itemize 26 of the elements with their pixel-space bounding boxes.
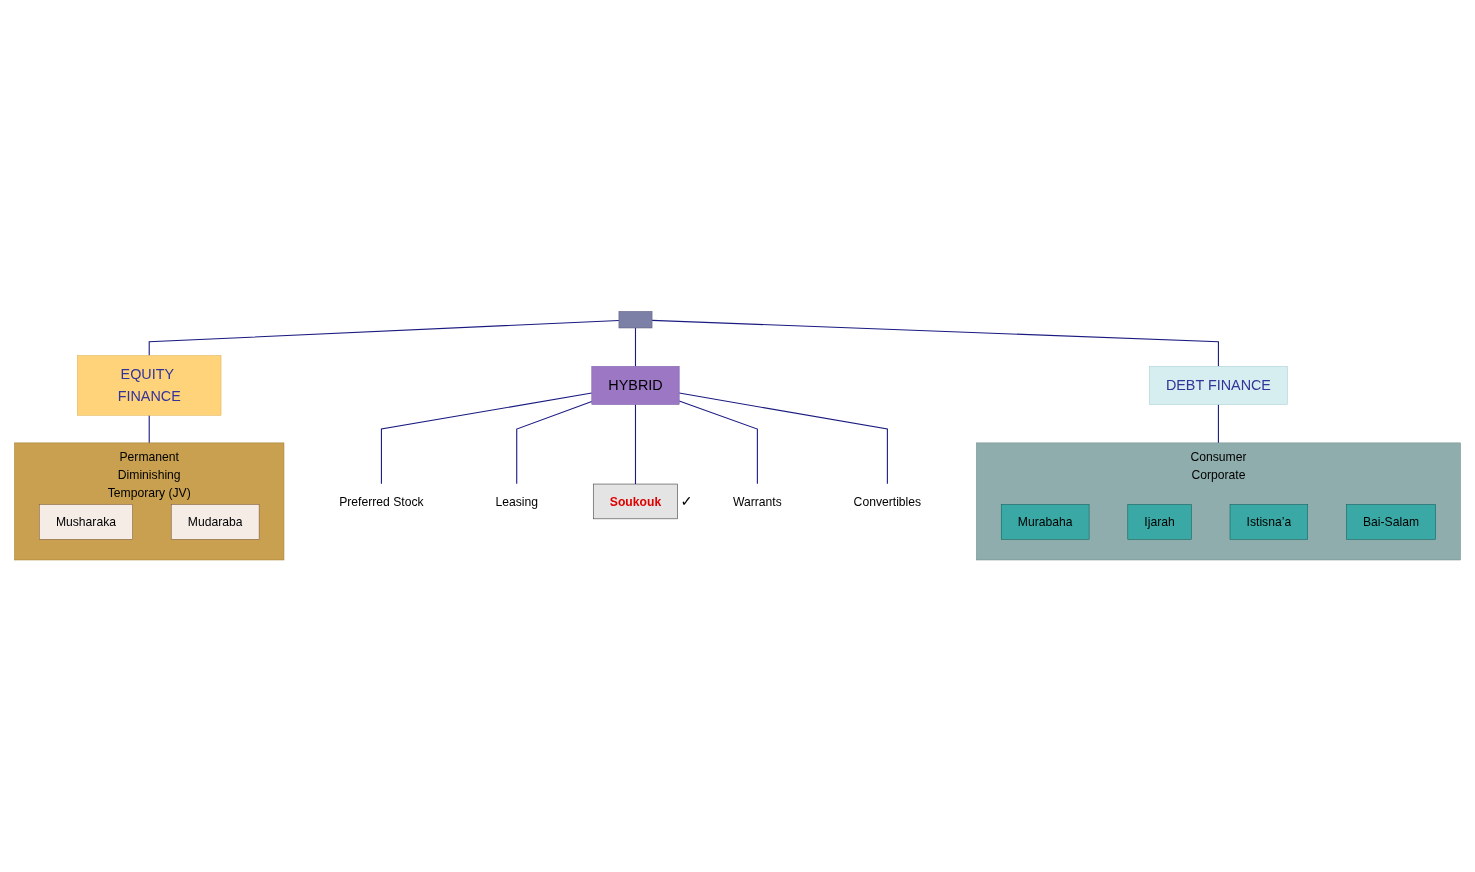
node-box: DEBT FINANCE [1149, 366, 1288, 406]
node-text: Warrants [733, 494, 782, 509]
node-text: Preferred Stock [339, 494, 424, 509]
node-text: Convertibles [853, 494, 922, 509]
connector [516, 401, 593, 485]
node-box: Murabaha [1001, 504, 1090, 540]
connector [148, 415, 150, 444]
node-box: Istisna’a [1229, 504, 1309, 540]
check-mark: ✓ [680, 493, 693, 510]
connector [635, 404, 637, 485]
connector [635, 327, 637, 368]
node-box [618, 311, 653, 329]
connector [651, 320, 1219, 368]
connector [1217, 404, 1219, 444]
node-box: Bai-Salam [1346, 504, 1436, 540]
node-box: Mudaraba [171, 504, 260, 540]
connector [148, 320, 620, 357]
node-text: Leasing [495, 494, 539, 509]
node-box: HYBRID [591, 366, 680, 406]
node-box: EQUITY FINANCE [77, 355, 222, 416]
node-box: Musharaka [39, 504, 133, 540]
connector [678, 400, 758, 485]
node-box: Soukouk [593, 484, 679, 520]
connector [678, 392, 888, 485]
node-box: Ijarah [1127, 504, 1192, 540]
connector [380, 392, 593, 485]
